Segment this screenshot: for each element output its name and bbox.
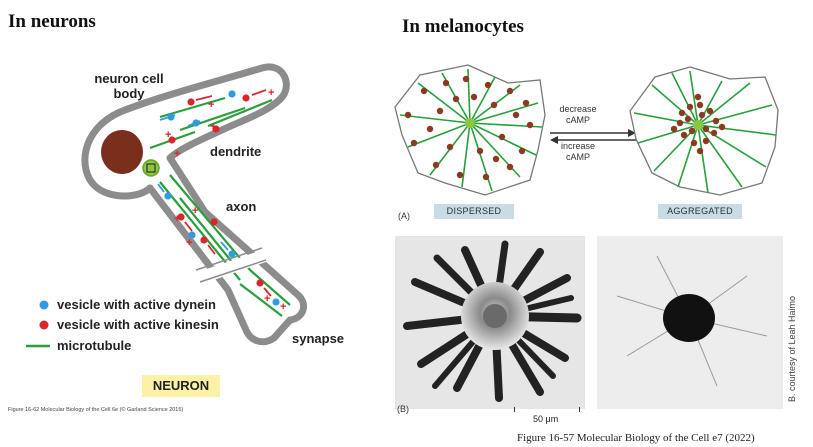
- panel-a-label: (A): [398, 211, 410, 221]
- left-figure-caption: Figure 16-62 Molecular Biology of the Ce…: [8, 407, 184, 413]
- dispersed-cell-outline: [394, 64, 546, 196]
- melanocyte-diagram: [394, 64, 779, 196]
- svg-text:+: +: [174, 148, 180, 160]
- right-figure-caption: Figure 16-57 Molecular Biology of the Ce…: [517, 432, 755, 444]
- aggregated-pigment: [670, 93, 726, 155]
- scale-bar-label: 50 μm: [533, 414, 559, 424]
- svg-text:+: +: [186, 237, 192, 249]
- scale-tick-left: [514, 407, 515, 412]
- cell-body-label: neuron cell body: [94, 71, 164, 101]
- svg-text:+: +: [192, 205, 198, 217]
- dendrite-label: dendrite: [210, 144, 262, 159]
- svg-text:+: +: [210, 121, 216, 133]
- micrograph-dispersed: [395, 236, 585, 409]
- left-heading: In neurons: [8, 11, 96, 32]
- synapse-label: synapse: [292, 331, 345, 346]
- micrograph-aggregated: [597, 236, 783, 409]
- right-heading: In melanocytes: [402, 16, 524, 37]
- decrease-camp-label: decrease cAMP: [559, 104, 597, 125]
- axon-label: axon: [226, 199, 257, 214]
- increase-camp-label: increase cAMP: [560, 141, 596, 162]
- aggregated-microtubules: [633, 70, 777, 194]
- svg-text:+: +: [268, 87, 274, 99]
- svg-text:+: +: [280, 301, 286, 313]
- svg-text:+: +: [165, 129, 171, 141]
- svg-text:+: +: [264, 293, 270, 305]
- dispersed-tag: DISPERSED: [434, 204, 514, 219]
- legend-dynein: vesicle with active dynein: [57, 297, 216, 312]
- aggregated-tag: AGGREGATED: [658, 204, 742, 219]
- neuron-nucleus: [101, 130, 143, 174]
- neuron-tag: NEURON: [142, 375, 220, 397]
- dispersed-pigment: [404, 75, 534, 181]
- neuron-diagram: + + + + + + + + + +: [26, 63, 308, 348]
- svg-text:+: +: [208, 99, 214, 111]
- photo-credit: B. courtesy of Leah Haimo: [787, 295, 797, 402]
- legend-microtubule: microtubule: [57, 338, 132, 353]
- panel-b-label: (B): [397, 404, 409, 414]
- scale-tick-right: [579, 407, 580, 412]
- legend-kinesin: vesicle with active kinesin: [57, 317, 219, 332]
- svg-text:+: +: [174, 213, 180, 225]
- centrosome: [142, 159, 160, 177]
